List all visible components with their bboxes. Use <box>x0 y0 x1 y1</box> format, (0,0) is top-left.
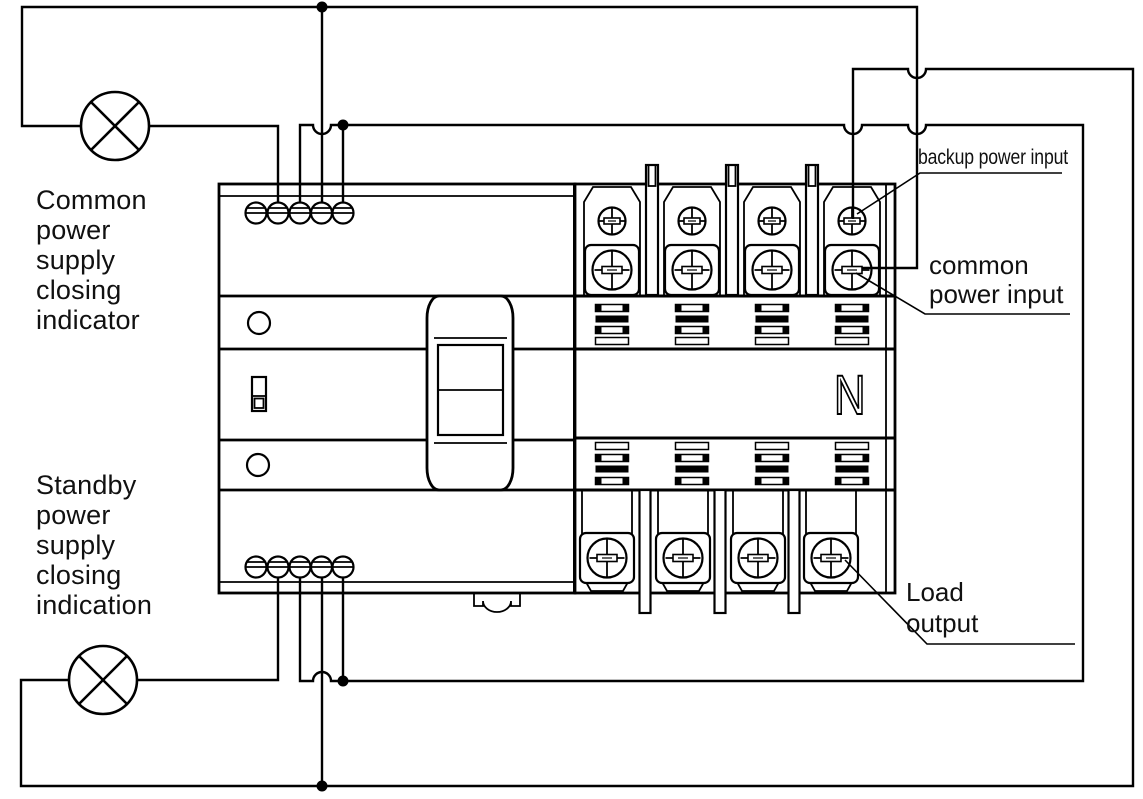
common-power-leader <box>855 272 1070 315</box>
junction-dot <box>337 119 349 131</box>
standby-closing-led <box>245 452 271 478</box>
controller-aux-terminals-top <box>244 201 355 225</box>
controller-aux-terminals-bottom <box>244 555 355 579</box>
wire-backup-loop <box>19 67 1135 788</box>
common-power-input-terminal <box>831 249 873 291</box>
wire-lamp2-to-terminal2 <box>137 577 280 682</box>
top-terminal-prongs <box>644 163 820 297</box>
standby-indicator-label: Standby power supply closing indication <box>36 470 153 620</box>
load-output-terminal <box>810 537 852 579</box>
din-rail-clip <box>473 594 521 613</box>
load-output-label: Load output <box>906 577 979 638</box>
breaker-handle <box>425 294 515 492</box>
junction-dot <box>316 780 328 792</box>
controller-module <box>217 182 577 613</box>
common-closing-led <box>246 310 272 336</box>
junction-dot <box>316 1 328 13</box>
wire-common-live-loop <box>20 5 919 270</box>
top-terminal-housings <box>583 186 881 296</box>
common-indicator-label: Common power supply closing indicator <box>36 185 147 335</box>
common-indicator-lamp-symbol <box>79 90 151 162</box>
backup-power-leader <box>856 172 1062 215</box>
backup-power-input-label: backup power input <box>918 146 1068 169</box>
junction-dot <box>337 675 349 687</box>
common-power-input-label: common power input <box>929 250 1064 309</box>
mode-toggle-switch <box>250 375 268 413</box>
wiring <box>19 1 1135 792</box>
load-output-leader <box>844 559 1075 645</box>
wire-lamp1-to-terminal2 <box>149 124 280 203</box>
neutral-pole-label: N <box>834 364 866 426</box>
wire-sense-loop <box>298 123 1085 683</box>
standby-indicator-lamp-symbol <box>67 644 139 716</box>
bottom-terminal-prongs <box>638 488 801 615</box>
transfer-switch-module: N <box>573 163 897 615</box>
callout-leaders <box>844 172 1075 645</box>
